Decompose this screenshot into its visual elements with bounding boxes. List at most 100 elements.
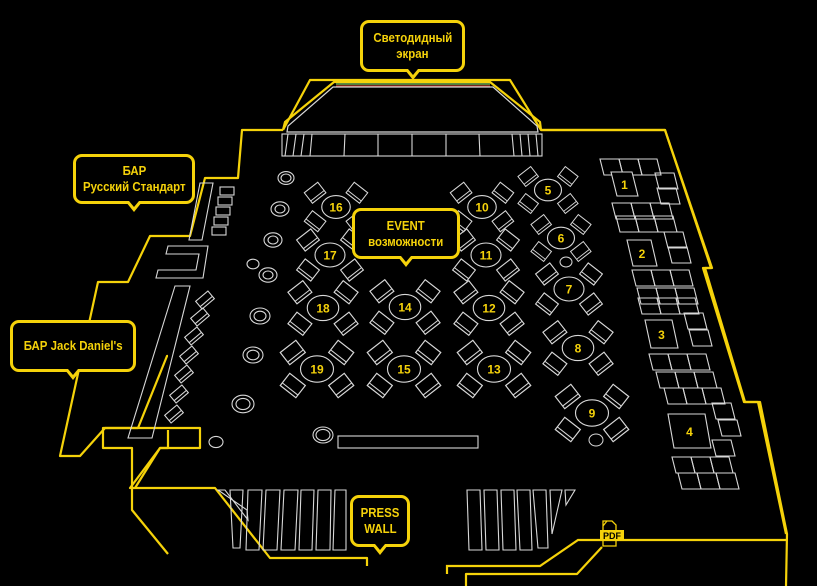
lounge-3[interactable]: 3 [637, 297, 718, 389]
pdf-download-icon[interactable]: PDF [597, 520, 625, 547]
sofa-seat [667, 246, 692, 264]
lounge-2[interactable]: 2 [615, 215, 699, 305]
table-14[interactable]: 14 [369, 278, 441, 336]
table-top [314, 242, 346, 268]
bar-stool [194, 290, 216, 310]
table-top [470, 242, 502, 268]
venue-outline-bottom-right [445, 538, 786, 574]
table-number: 6 [558, 232, 565, 246]
cocktail-table-inner [235, 397, 251, 411]
table-8[interactable]: 8 [542, 319, 614, 377]
bar-stool [183, 326, 205, 346]
chair [588, 319, 614, 345]
table-13[interactable]: 13 [456, 339, 532, 399]
table-15[interactable]: 15 [366, 339, 442, 399]
cocktail-table-inner [274, 204, 286, 214]
table-top [306, 294, 340, 322]
table-12[interactable]: 12 [453, 279, 525, 337]
callout-led-screen[interactable]: Светодидный экран [360, 20, 465, 80]
sofa-seat [653, 215, 678, 233]
chair [333, 279, 359, 305]
table-19[interactable]: 19 [279, 339, 355, 399]
cocktail-table [277, 171, 295, 185]
table-top [472, 294, 506, 322]
lounge-table [644, 319, 679, 349]
table-number: 15 [397, 363, 411, 377]
sofa-seat [637, 158, 662, 176]
table-top [386, 355, 422, 383]
chair [287, 279, 313, 305]
chair [279, 339, 307, 366]
callout-event-line1: EVENT [386, 217, 426, 233]
table-11[interactable]: 11 [451, 228, 521, 282]
table-number: 11 [480, 249, 493, 263]
table-number: 19 [310, 363, 324, 377]
lounge-number: 2 [639, 247, 646, 261]
small-round-table [588, 433, 604, 447]
buffet-table [337, 435, 479, 449]
lounge-1[interactable]: 1 [599, 158, 681, 220]
table-top [553, 276, 585, 302]
sofa-seat [688, 329, 713, 347]
cocktail-table [249, 307, 271, 325]
bar-stool [189, 307, 211, 327]
lounge-zones: 1 2 3 4 [599, 158, 742, 490]
chair [333, 311, 359, 337]
sofa-seat [693, 371, 718, 389]
callout-bar-russky-standart[interactable]: БАР Русский Стандарт [73, 154, 195, 212]
cocktail-table-inner [280, 173, 292, 183]
table-number: 17 [323, 249, 337, 263]
table-top [388, 293, 422, 321]
table-number: 7 [566, 283, 573, 297]
chair [495, 258, 521, 282]
table-number: 9 [589, 407, 596, 421]
chair [499, 279, 525, 305]
table-number: 14 [398, 301, 412, 315]
bar-stool [173, 364, 195, 384]
small-round-table [559, 256, 573, 268]
table-6[interactable]: 6 [530, 213, 592, 263]
chair [530, 213, 553, 236]
lounge-number: 3 [658, 328, 665, 342]
chair [366, 339, 394, 366]
callout-event[interactable]: EVENT возможности [352, 208, 460, 267]
chair [517, 192, 540, 215]
cocktail-table [231, 394, 255, 414]
table-9[interactable]: 9 [554, 383, 630, 443]
callout-bar-russky-line1: БАР [122, 163, 146, 178]
lounge-4[interactable]: 4 [663, 387, 742, 490]
chair [414, 339, 442, 366]
chair [499, 311, 525, 337]
callout-event-line2: возможности [368, 233, 444, 249]
cocktail-table-inner [253, 310, 267, 322]
table-7[interactable]: 7 [534, 262, 604, 316]
venue-outline-right [541, 128, 788, 535]
venue-outline-bottom-left [128, 430, 369, 566]
chair [339, 258, 365, 282]
chair [415, 278, 441, 304]
sofa-seat [663, 231, 688, 249]
table-number: 18 [316, 302, 330, 316]
callout-press-wall[interactable]: PRESS WALL [350, 495, 410, 555]
sofa-seat [683, 312, 708, 330]
cocktail-table [258, 267, 278, 283]
table-top [546, 226, 576, 250]
callout-bar-jack-daniels[interactable]: БАР Jack Daniel's [10, 320, 136, 380]
table-10[interactable]: 10 [449, 181, 515, 233]
table-5[interactable]: 5 [517, 165, 579, 215]
bar-stool [163, 404, 185, 424]
cocktail-table-inner [262, 270, 274, 280]
stage-front [281, 133, 543, 157]
chair [556, 165, 579, 188]
lounge-number: 1 [621, 178, 628, 192]
bar-stool [168, 384, 190, 404]
chair [369, 310, 395, 336]
chair [451, 258, 477, 282]
chair [556, 192, 579, 215]
chair [602, 383, 630, 410]
chair [578, 292, 604, 316]
table-18[interactable]: 18 [287, 279, 359, 337]
cocktail-table [246, 258, 260, 270]
sofa-seat [715, 472, 740, 490]
